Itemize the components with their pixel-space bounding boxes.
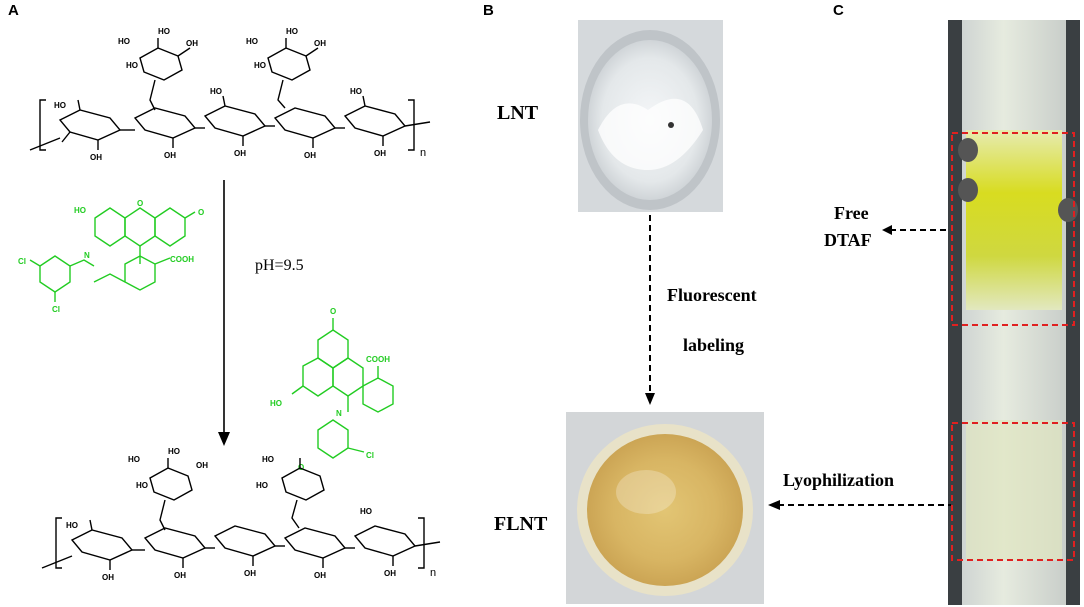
- svg-text:OH: OH: [164, 151, 176, 160]
- free-dtaf-arrow: [882, 225, 950, 235]
- svg-text:Cl: Cl: [18, 257, 26, 266]
- svg-text:OH: OH: [234, 149, 246, 158]
- svg-text:HO: HO: [126, 61, 138, 70]
- svg-text:n: n: [420, 147, 426, 159]
- panel-c-letter: C: [833, 2, 844, 19]
- reaction-arrow: [218, 180, 230, 446]
- svg-text:OH: OH: [244, 569, 256, 578]
- panel-a-letter: A: [8, 2, 19, 19]
- svg-text:HO: HO: [210, 87, 222, 96]
- lyophilization-text: Lyophilization: [783, 470, 895, 490]
- svg-text:OH: OH: [102, 573, 114, 582]
- svg-text:HO: HO: [246, 37, 258, 46]
- panel-a-reaction-scheme: HO HO OH HO HO HO OH HO HO OH OH OH OH O…: [18, 27, 441, 582]
- svg-text:OH: OH: [304, 151, 316, 160]
- lentinan-structure-top: [29, 38, 431, 151]
- svg-text:HO: HO: [270, 399, 282, 408]
- svg-text:HO: HO: [254, 61, 266, 70]
- svg-text:OH: OH: [374, 149, 386, 158]
- svg-text:HO: HO: [66, 521, 78, 530]
- svg-text:HO: HO: [74, 206, 86, 215]
- svg-text:HO: HO: [286, 27, 298, 36]
- svg-text:OH: OH: [384, 569, 396, 578]
- free-text-1: Free: [834, 203, 869, 223]
- svg-text:HO: HO: [118, 37, 130, 46]
- svg-text:OH: OH: [186, 39, 198, 48]
- flnt-label: FLNT: [494, 513, 548, 535]
- svg-text:O: O: [330, 307, 336, 316]
- svg-text:OH: OH: [196, 461, 208, 470]
- svg-text:HO: HO: [350, 87, 362, 96]
- atom-labels-bottom: HO HO OH HO HO HO HO OH OH OH OH OH HO n: [66, 447, 436, 582]
- svg-text:Cl: Cl: [366, 451, 374, 460]
- dtaf-product-structure: [291, 318, 394, 459]
- svg-text:HO: HO: [54, 101, 66, 110]
- labeling-arrow: [645, 215, 655, 405]
- labeling-text-1: Fluorescent: [667, 285, 757, 305]
- svg-text:n: n: [430, 567, 436, 579]
- lnt-photo: [578, 20, 723, 212]
- dtaf-reagent-labels: HO O O COOH Cl Cl N: [18, 199, 204, 314]
- dtaf-product-labels: O COOH HO N Cl O: [270, 307, 390, 472]
- svg-text:N: N: [336, 409, 342, 418]
- svg-text:O: O: [198, 208, 204, 217]
- column-photo: [948, 20, 1080, 605]
- panel-b-letter: B: [483, 2, 494, 19]
- labeling-text-2: labeling: [683, 335, 745, 355]
- lentinan-structure-bottom: [41, 458, 441, 570]
- svg-text:HO: HO: [158, 27, 170, 36]
- svg-text:OH: OH: [314, 571, 326, 580]
- svg-text:HO: HO: [256, 481, 268, 490]
- svg-text:COOH: COOH: [366, 355, 390, 364]
- svg-text:Cl: Cl: [52, 305, 60, 314]
- svg-text:OH: OH: [174, 571, 186, 580]
- atom-labels-top: HO HO OH HO HO HO OH HO HO OH OH OH OH O…: [54, 27, 426, 162]
- svg-text:HO: HO: [128, 455, 140, 464]
- svg-text:HO: HO: [360, 507, 372, 516]
- svg-text:OH: OH: [90, 153, 102, 162]
- reaction-condition: pH=9.5: [255, 257, 304, 274]
- svg-text:HO: HO: [262, 455, 274, 464]
- lyophilization-arrow: [768, 500, 951, 510]
- svg-text:COOH: COOH: [170, 255, 194, 264]
- svg-text:OH: OH: [314, 39, 326, 48]
- svg-text:N: N: [84, 251, 90, 260]
- dtaf-reagent-structure: [29, 207, 196, 302]
- lnt-label: LNT: [497, 102, 539, 124]
- svg-text:HO: HO: [136, 481, 148, 490]
- svg-text:HO: HO: [168, 447, 180, 456]
- svg-text:O: O: [137, 199, 143, 208]
- free-text-2: DTAF: [824, 230, 872, 250]
- svg-text:O: O: [298, 463, 304, 472]
- flnt-photo: [566, 412, 764, 604]
